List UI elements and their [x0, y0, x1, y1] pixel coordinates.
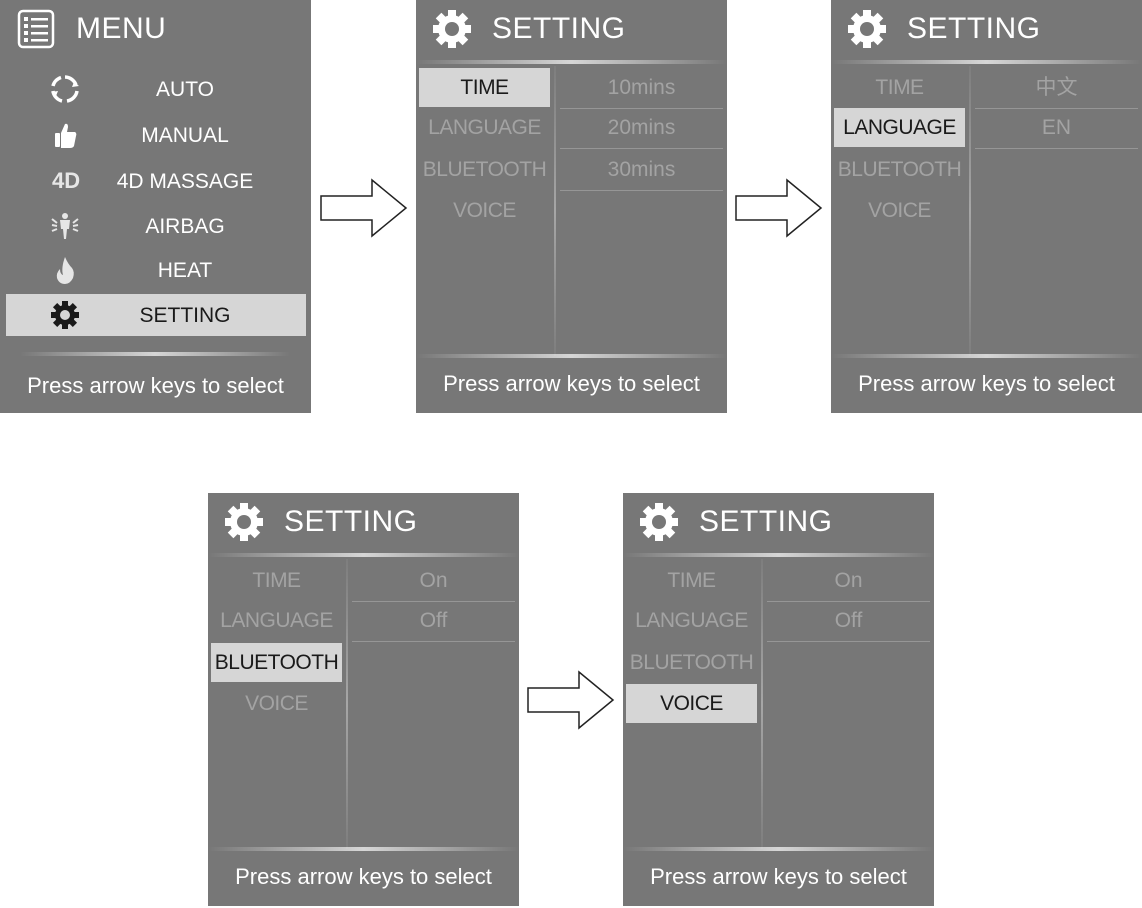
setting-value-option[interactable]: Off — [767, 601, 930, 642]
setting-title: SETTING — [284, 505, 418, 538]
setting-option-voice[interactable]: VOICE — [453, 199, 516, 222]
setting-option-time[interactable]: TIME — [419, 68, 550, 107]
setting-header: SETTING — [623, 493, 934, 553]
header-separator — [208, 553, 519, 557]
menu-item-label: SETTING — [139, 304, 231, 327]
header-separator — [831, 60, 1142, 64]
gear-icon — [433, 10, 471, 48]
setting-header: SETTING — [416, 0, 727, 60]
footer-hint: Press arrow keys to select — [27, 373, 284, 398]
menu-item-airbag[interactable]: AIRBAG — [6, 205, 306, 247]
thumbs-up-icon — [55, 123, 77, 148]
airbag-body-icon — [51, 213, 79, 239]
4d-icon: 4D — [52, 168, 81, 193]
setting-option-bluetooth[interactable]: BLUETOOTH — [837, 158, 962, 181]
column-divider — [346, 559, 348, 849]
menu-item-label: AIRBAG — [145, 215, 225, 238]
footer-hint: Press arrow keys to select — [858, 371, 1115, 396]
setting-option-bluetooth[interactable]: BLUETOOTH — [422, 158, 547, 181]
setting-value-option[interactable]: EN — [975, 108, 1138, 149]
setting-option-voice[interactable]: VOICE — [626, 684, 757, 723]
footer-hint: Press arrow keys to select — [235, 864, 492, 889]
footer-hint: Press arrow keys to select — [443, 371, 700, 396]
arrow-right-icon — [320, 178, 408, 238]
menu-item-auto[interactable]: AUTO — [6, 68, 306, 110]
column-divider — [761, 559, 763, 849]
setting-option-bluetooth[interactable]: BLUETOOTH — [629, 651, 754, 674]
menu-item-setting[interactable]: SETTING — [6, 294, 306, 336]
setting-value-option[interactable]: On — [767, 561, 930, 602]
menu-item-label: HEAT — [157, 259, 213, 282]
arrow-right-icon — [527, 670, 615, 730]
setting-title: SETTING — [907, 12, 1041, 45]
setting-option-time[interactable]: TIME — [667, 569, 716, 592]
setting-options: TIME LANGUAGE BLUETOOTH VOICE — [623, 559, 761, 849]
flame-icon — [56, 257, 74, 284]
setting-option-language[interactable]: LANGUAGE — [428, 116, 541, 139]
gear-icon — [51, 301, 79, 329]
setting-options: TIME LANGUAGE BLUETOOTH VOICE — [416, 66, 554, 356]
setting-header: SETTING — [208, 493, 519, 553]
setting-title: SETTING — [699, 505, 833, 538]
setting-value-option[interactable]: 30mins — [560, 150, 723, 191]
menu-title: MENU — [76, 12, 167, 45]
footer-separator — [623, 847, 934, 851]
footer-separator — [208, 847, 519, 851]
menu-item-manual[interactable]: MANUAL — [6, 114, 306, 156]
setting-option-time[interactable]: TIME — [252, 569, 301, 592]
column-divider — [969, 66, 971, 356]
setting-value-option[interactable]: 10mins — [560, 68, 723, 109]
setting-option-voice[interactable]: VOICE — [245, 692, 308, 715]
menu-item-label: AUTO — [156, 78, 214, 101]
gear-icon — [225, 503, 263, 541]
setting-option-voice[interactable]: VOICE — [868, 199, 931, 222]
setting-option-language[interactable]: LANGUAGE — [834, 108, 965, 147]
menu-list-icon — [17, 9, 55, 49]
setting-option-time[interactable]: TIME — [875, 76, 924, 99]
setting-value-option[interactable]: 中文 — [975, 68, 1138, 109]
setting-value-option[interactable]: Off — [352, 601, 515, 642]
setting-screen-1: SETTING TIME LANGUAGE BLUETOOTH VOICE 10min… — [416, 0, 727, 413]
menu-item-label: 4D MASSAGE — [116, 170, 254, 193]
column-divider — [554, 66, 556, 356]
gear-icon — [640, 503, 678, 541]
menu-item-heat[interactable]: HEAT — [6, 249, 306, 291]
setting-header: SETTING — [831, 0, 1142, 60]
menu-item-label: MANUAL — [141, 124, 229, 147]
setting-option-bluetooth[interactable]: BLUETOOTH — [211, 643, 342, 682]
footer-separator — [20, 352, 290, 356]
footer-hint: Press arrow keys to select — [650, 864, 907, 889]
footer-separator — [831, 354, 1142, 358]
setting-option-language[interactable]: LANGUAGE — [635, 609, 748, 632]
setting-title: SETTING — [492, 12, 626, 45]
menu-item-4d-massage[interactable]: 4D 4D MASSAGE — [6, 160, 306, 202]
setting-options: TIME LANGUAGE BLUETOOTH VOICE — [208, 559, 346, 849]
menu-header: MENU — [0, 0, 311, 60]
header-separator — [416, 60, 727, 64]
setting-options: TIME LANGUAGE BLUETOOTH VOICE — [831, 66, 969, 356]
gear-icon — [848, 10, 886, 48]
menu-screen: MENU AUTO MANUAL 4D 4D MASSAGE AIRBAG — [0, 0, 311, 413]
setting-option-language[interactable]: LANGUAGE — [220, 609, 333, 632]
setting-value-option[interactable]: On — [352, 561, 515, 602]
auto-cycle-icon — [51, 75, 79, 103]
footer-separator — [416, 354, 727, 358]
header-separator — [623, 553, 934, 557]
setting-value-option[interactable]: 20mins — [560, 108, 723, 149]
arrow-right-icon — [735, 178, 823, 238]
